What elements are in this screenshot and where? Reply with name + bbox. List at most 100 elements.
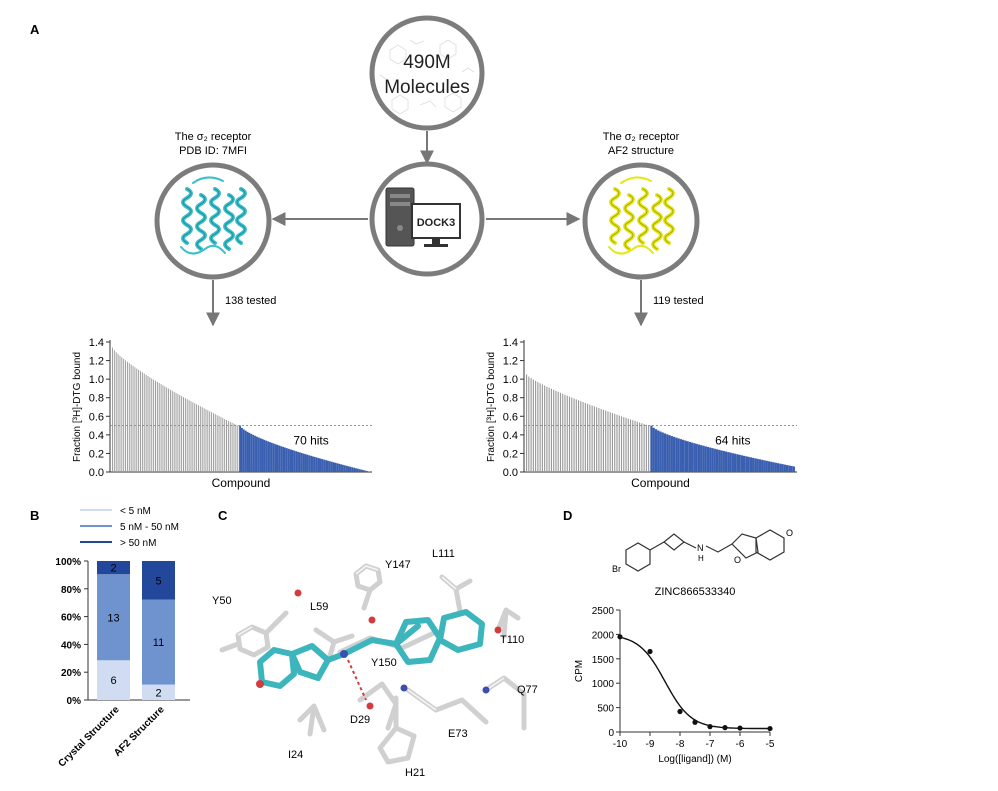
hit-bar bbox=[261, 439, 264, 472]
hit-bar bbox=[284, 447, 286, 472]
nitrogen-atom-icon bbox=[340, 650, 348, 658]
residue-label-y147: Y147 bbox=[385, 559, 411, 571]
compound-bar bbox=[602, 409, 604, 472]
segment-count: 11 bbox=[153, 637, 164, 649]
compound-bar bbox=[587, 403, 589, 472]
hit-bar bbox=[351, 467, 354, 472]
compound-bar bbox=[166, 387, 168, 472]
hit-bar bbox=[752, 457, 755, 472]
hit-bar bbox=[263, 439, 266, 472]
af2-receptor-source: AF2 structure bbox=[608, 145, 674, 157]
helix-edge bbox=[624, 194, 634, 250]
data-point bbox=[707, 724, 713, 730]
y-tick-label: 0.2 bbox=[503, 448, 518, 460]
compound-bar bbox=[539, 383, 541, 472]
y-tick-label: 1.0 bbox=[503, 374, 518, 386]
compound-title: ZINC866533340 bbox=[655, 586, 736, 598]
compound-bar bbox=[158, 383, 160, 472]
compound-bar bbox=[181, 396, 183, 472]
hit-bar bbox=[278, 445, 281, 472]
oxygen-atom-icon bbox=[368, 616, 376, 624]
helix-edge bbox=[182, 188, 192, 244]
helix-edge bbox=[210, 188, 220, 244]
x-tick-label: -9 bbox=[646, 739, 655, 750]
data-point bbox=[692, 719, 698, 725]
hit-bar bbox=[779, 463, 782, 472]
compound-bar bbox=[564, 394, 566, 472]
ligand-sticks bbox=[257, 609, 485, 689]
compound-bar bbox=[214, 414, 216, 472]
compound-bar bbox=[235, 424, 237, 472]
segment-count: 2 bbox=[110, 563, 116, 575]
hit-bar bbox=[255, 436, 258, 472]
hit-bar bbox=[761, 459, 764, 472]
residue-label-y50: Y50 bbox=[212, 595, 232, 607]
residue-label-i24: I24 bbox=[288, 749, 303, 761]
hit-bar bbox=[729, 452, 732, 472]
y-tick-label: 0.8 bbox=[503, 393, 518, 405]
molecule-sketch-background bbox=[379, 39, 475, 115]
hit-bar bbox=[788, 465, 791, 472]
compound-bar bbox=[125, 360, 127, 472]
hit-bar bbox=[306, 454, 309, 472]
compound-bar bbox=[614, 413, 616, 472]
hit-bar bbox=[702, 445, 705, 472]
compound-bar bbox=[201, 407, 203, 472]
compound-bar bbox=[573, 398, 575, 472]
hit-bar bbox=[302, 453, 305, 472]
compound-bar bbox=[571, 397, 573, 472]
compound-bar bbox=[555, 390, 557, 472]
hit-bar bbox=[724, 451, 728, 472]
hit-bar bbox=[736, 454, 739, 472]
compound-bar bbox=[113, 350, 115, 472]
data-point bbox=[677, 708, 683, 715]
helix-edge bbox=[610, 188, 620, 244]
hit-bar bbox=[686, 441, 689, 472]
hit-bar bbox=[774, 462, 777, 472]
segment-count: 2 bbox=[155, 687, 161, 699]
compound-bar bbox=[526, 374, 528, 472]
hit-bar bbox=[355, 468, 357, 472]
loop-segment bbox=[620, 176, 652, 184]
compound-bar bbox=[192, 402, 194, 472]
hit-bar bbox=[343, 465, 346, 472]
compound-bar bbox=[544, 385, 546, 472]
legend-label: > 50 nM bbox=[120, 538, 156, 549]
crystal-screen-chart: 1.41.21.00.80.60.40.20.070 hitsCompoundF… bbox=[72, 337, 372, 490]
hit-bar bbox=[347, 466, 350, 472]
hit-bar bbox=[364, 470, 367, 472]
hit-bar bbox=[700, 445, 703, 472]
hit-bar bbox=[754, 458, 757, 472]
compound-bar bbox=[169, 389, 171, 472]
hit-bar bbox=[323, 459, 326, 472]
af2-receptor-title: The σ₂ receptor bbox=[603, 131, 680, 143]
hit-bar bbox=[659, 431, 662, 472]
hit-bar bbox=[340, 464, 342, 472]
category-label: Crystal Structure bbox=[56, 704, 121, 769]
residue-label-y150: Y150 bbox=[371, 657, 397, 669]
y-axis-label: CPM bbox=[574, 660, 585, 682]
hit-bar bbox=[668, 435, 671, 472]
x-axis-label: Log([ligand]) (M) bbox=[658, 754, 731, 765]
compound-bar bbox=[645, 424, 647, 472]
compound-bar bbox=[611, 413, 614, 472]
data-point bbox=[737, 725, 743, 731]
compound-bar bbox=[623, 417, 625, 472]
hit-bar bbox=[747, 456, 750, 472]
compound-bar bbox=[559, 392, 562, 472]
crystal-receptor-node bbox=[154, 162, 272, 280]
hit-bar bbox=[713, 448, 716, 472]
compound-bar bbox=[143, 373, 145, 472]
hit-bar bbox=[684, 440, 687, 472]
hit-bar bbox=[772, 462, 775, 472]
compound-bar bbox=[634, 420, 636, 472]
compound-bar bbox=[186, 399, 188, 472]
hit-bar bbox=[289, 449, 292, 472]
data-point bbox=[647, 648, 653, 655]
hit-bar bbox=[308, 455, 311, 472]
hit-bar bbox=[317, 458, 320, 472]
monitor-icon bbox=[411, 203, 461, 247]
compound-bar bbox=[632, 420, 634, 472]
compound-bar bbox=[598, 408, 600, 472]
hit-bar bbox=[709, 447, 712, 472]
